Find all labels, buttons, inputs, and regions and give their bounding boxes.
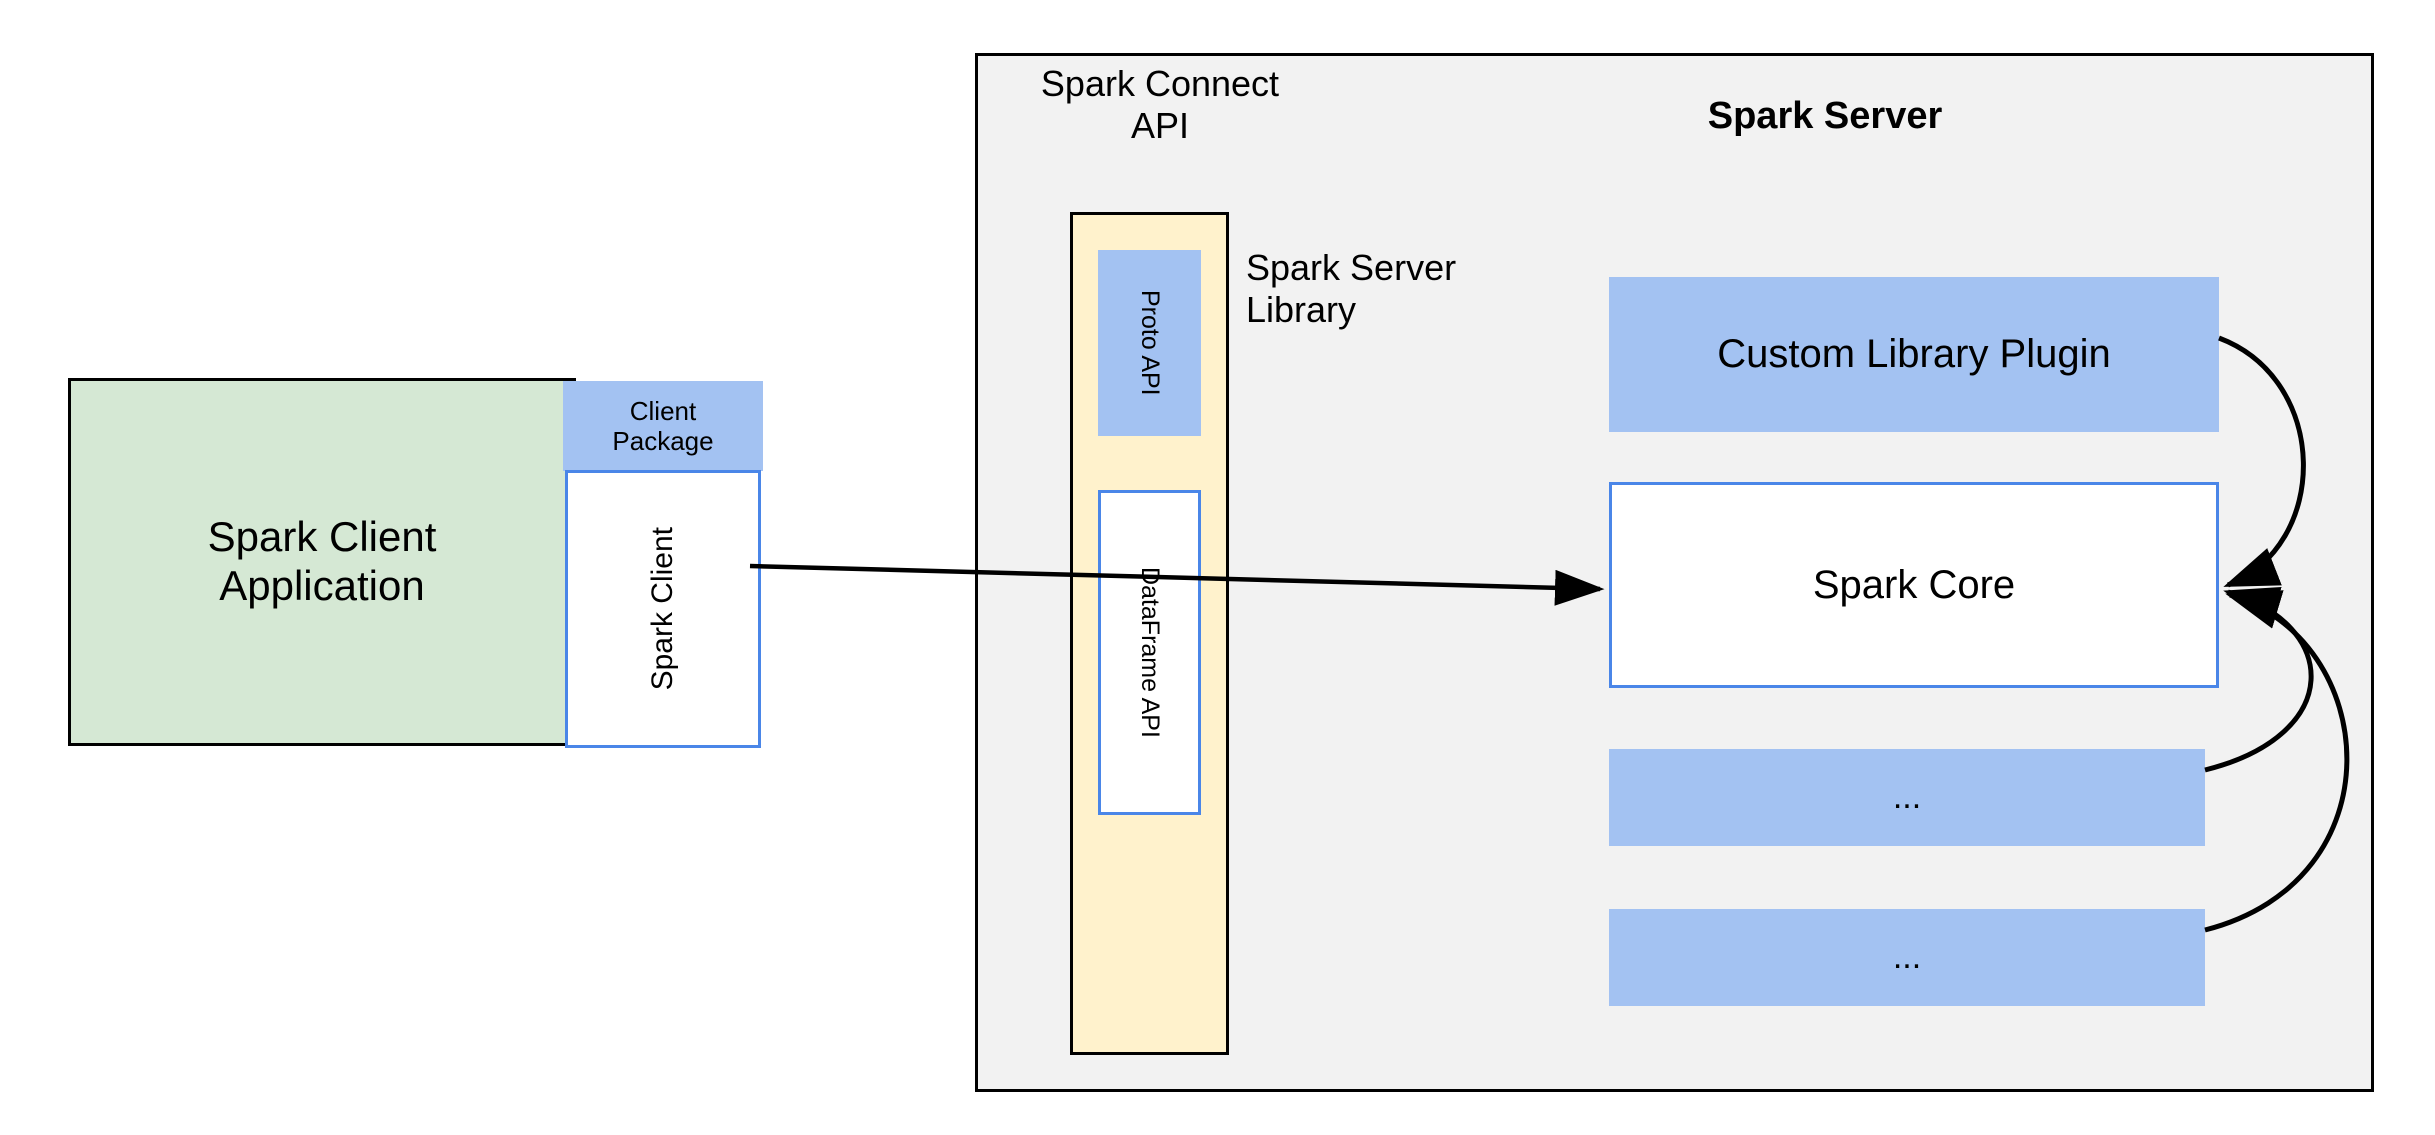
spark-client-application-box[interactable]: Spark Client Application <box>68 378 576 746</box>
client-package-box[interactable]: Client Package <box>563 381 763 471</box>
custom-library-plugin-label: Custom Library Plugin <box>1717 332 2111 377</box>
spark-client-label: Spark Client <box>645 527 679 691</box>
custom-library-plugin-box[interactable]: Custom Library Plugin <box>1609 277 2219 432</box>
client-package-label: Client Package <box>612 395 714 456</box>
additional-component-box-1[interactable]: ... <box>1609 749 2205 846</box>
dataframe-api-box[interactable]: DataFrame API <box>1098 490 1201 815</box>
spark-connect-api-label: Spark Connect API <box>1040 63 1280 146</box>
spark-core-box[interactable]: Spark Core <box>1609 482 2219 688</box>
proto-api-label: Proto API <box>1136 290 1164 396</box>
proto-api-box[interactable]: Proto API <box>1098 250 1201 436</box>
spark-server-library-label: Spark Server Library <box>1246 247 1457 330</box>
dataframe-api-label: DataFrame API <box>1136 567 1164 738</box>
spark-server-title: Spark Server <box>1707 94 1943 137</box>
additional-component-box-2[interactable]: ... <box>1609 909 2205 1006</box>
additional-component-label-2: ... <box>1892 937 1922 976</box>
spark-client-application-label: Spark Client Application <box>207 513 437 609</box>
spark-client-box[interactable]: Spark Client <box>565 470 761 748</box>
additional-component-label-1: ... <box>1892 777 1922 816</box>
spark-core-label: Spark Core <box>1812 562 2016 607</box>
